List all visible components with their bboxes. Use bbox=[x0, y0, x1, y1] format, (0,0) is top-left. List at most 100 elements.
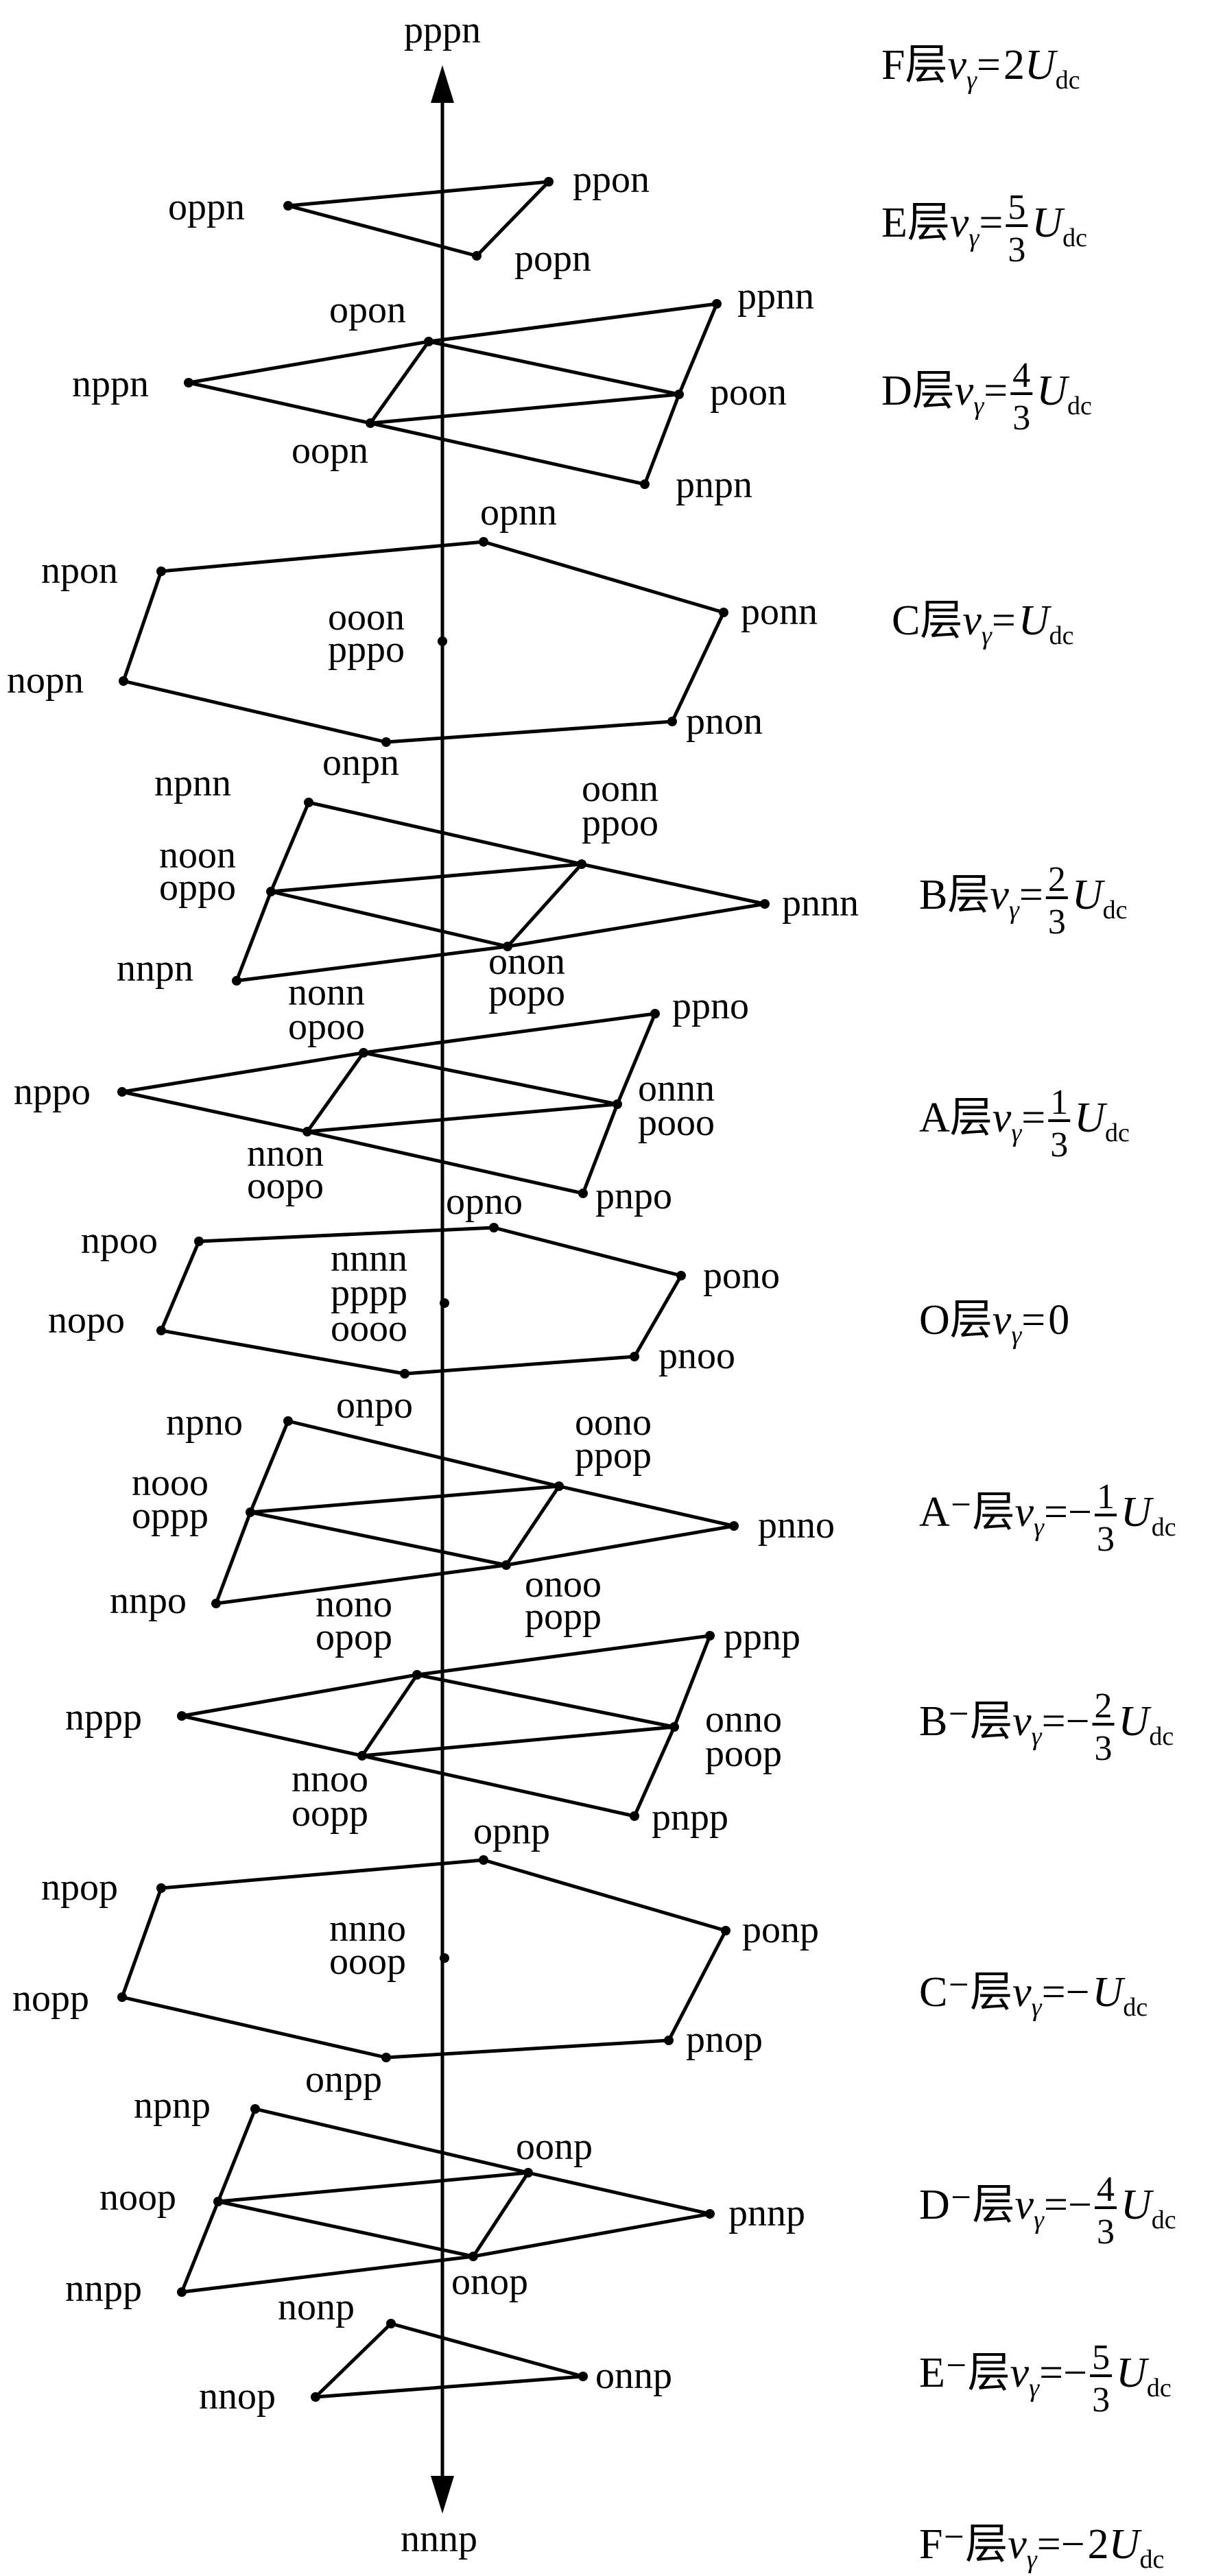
state-label: oppn bbox=[168, 186, 245, 228]
svg-text:2Udc: 2Udc bbox=[1003, 42, 1080, 95]
layer-o-shape bbox=[156, 1223, 686, 1379]
layer-c-minus-shape bbox=[117, 1855, 730, 2062]
svg-text:Udc: Udc bbox=[1019, 597, 1074, 650]
axis-arrow-top-icon bbox=[431, 65, 454, 103]
layer-label-c-minus: C⁻层vγ=−Udc bbox=[919, 1969, 1148, 2022]
fraction-denominator: 3 bbox=[1048, 903, 1066, 942]
svg-text:D层vγ=: D层vγ= bbox=[881, 368, 1008, 420]
state-label: pnon bbox=[686, 700, 763, 743]
state-label: nnpp bbox=[65, 2267, 142, 2310]
state-label: npnp bbox=[134, 2084, 211, 2127]
state-label: nnnn bbox=[331, 1237, 407, 1280]
state-label: ooon bbox=[328, 596, 405, 639]
state-label: opon bbox=[329, 289, 406, 331]
svg-text:Udc: Udc bbox=[1121, 2182, 1176, 2234]
fraction-numerator: 2 bbox=[1048, 860, 1066, 899]
fraction-denominator: 3 bbox=[1008, 230, 1025, 270]
svg-text:D⁻层vγ=−: D⁻层vγ=− bbox=[919, 2182, 1092, 2234]
state-label: oonn bbox=[582, 767, 658, 810]
fraction-numerator: 5 bbox=[1092, 2338, 1110, 2377]
state-label: onpp bbox=[305, 2058, 382, 2101]
state-label: nnpn bbox=[117, 947, 193, 990]
state-label: ppnn bbox=[737, 275, 814, 318]
state-label: pnnp bbox=[728, 2192, 805, 2234]
fraction-numerator: 1 bbox=[1050, 1083, 1068, 1122]
state-label: pnnn bbox=[782, 882, 859, 925]
svg-text:Udc: Udc bbox=[1036, 368, 1092, 420]
svg-text:O层vγ=: O层vγ= bbox=[919, 1297, 1045, 1350]
state-label: nnno bbox=[329, 1907, 406, 1950]
fraction-denominator: 3 bbox=[1095, 1729, 1113, 1768]
svg-text:B⁻层vγ=−: B⁻层vγ=− bbox=[919, 1698, 1090, 1751]
state-label: poop bbox=[705, 1732, 782, 1775]
state-label: oppo bbox=[159, 866, 236, 909]
state-label: ponp bbox=[742, 1909, 819, 1951]
state-label: popp bbox=[525, 1595, 602, 1638]
state-label: pnop bbox=[686, 2018, 763, 2061]
svg-text:Udc: Udc bbox=[1072, 872, 1128, 925]
fraction-numerator: 4 bbox=[1097, 2170, 1115, 2209]
layer-label-o: O层vγ=0 bbox=[919, 1297, 1069, 1350]
state-label: oopp bbox=[292, 1792, 368, 1835]
svg-text:A⁻层vγ=−: A⁻层vγ=− bbox=[919, 1489, 1092, 1542]
state-label: nonn bbox=[288, 971, 365, 1014]
fraction-denominator: 3 bbox=[1050, 1125, 1068, 1165]
layer-d-minus-shape bbox=[177, 2104, 715, 2297]
layer-a-shape bbox=[117, 1009, 660, 1198]
state-label: opop bbox=[316, 1616, 392, 1658]
state-label: pnpp bbox=[652, 1796, 728, 1839]
state-label: onnn bbox=[638, 1067, 715, 1110]
state-label: pnpn bbox=[676, 464, 752, 506]
svg-text:Udc: Udc bbox=[1074, 1095, 1130, 1147]
state-label: opno bbox=[446, 1180, 523, 1223]
layer-b-shape bbox=[232, 798, 770, 986]
state-label: nppp bbox=[65, 1696, 142, 1739]
state-label: oopo bbox=[247, 1165, 324, 1207]
state-label: oopn bbox=[292, 429, 368, 472]
state-label: nopo bbox=[48, 1299, 125, 1341]
state-label: onoo bbox=[525, 1563, 602, 1606]
state-label: npno bbox=[166, 1401, 243, 1444]
state-label: npop bbox=[41, 1866, 118, 1909]
layer-label-f: F层vγ=2Udc bbox=[881, 42, 1080, 95]
state-label: onpo bbox=[336, 1384, 413, 1427]
state-label: onop bbox=[451, 2261, 528, 2303]
state-label: nopp bbox=[12, 1977, 89, 2020]
state-label: onpn bbox=[322, 741, 399, 784]
state-label: onon bbox=[488, 940, 565, 983]
svg-text:B层vγ=: B层vγ= bbox=[919, 872, 1043, 925]
svg-text:0: 0 bbox=[1048, 1297, 1069, 1344]
state-label: nooo bbox=[132, 1462, 209, 1504]
state-label: onno bbox=[705, 1698, 782, 1741]
state-label: oono bbox=[575, 1401, 652, 1444]
layer-e-minus-shape bbox=[311, 2319, 588, 2402]
state-label: nnop bbox=[199, 2375, 276, 2418]
fraction-numerator: 1 bbox=[1097, 1477, 1115, 1516]
svg-text:A层vγ=: A层vγ= bbox=[919, 1095, 1045, 1147]
state-label: nppo bbox=[14, 1071, 91, 1113]
state-label: pppo bbox=[328, 628, 405, 671]
axis-top-label: pppn bbox=[404, 9, 481, 51]
fraction-numerator: 4 bbox=[1012, 356, 1030, 395]
state-label: pooo bbox=[638, 1101, 715, 1144]
state-label: ppno bbox=[672, 985, 749, 1027]
state-label: ponn bbox=[741, 591, 818, 633]
state-label: opnn bbox=[480, 491, 557, 534]
svg-text:Udc: Udc bbox=[1093, 1969, 1148, 2022]
svg-text:Udc: Udc bbox=[1119, 1698, 1174, 1751]
state-label: ppoo bbox=[582, 802, 658, 844]
fraction-denominator: 3 bbox=[1097, 1520, 1115, 1559]
fraction-denominator: 3 bbox=[1012, 398, 1030, 438]
state-label: oonp bbox=[516, 2125, 593, 2168]
svg-text:2Udc: 2Udc bbox=[1088, 2521, 1165, 2574]
state-label: pppp bbox=[331, 1272, 407, 1314]
svg-text:E⁻层vγ=−: E⁻层vγ=− bbox=[919, 2350, 1087, 2402]
fraction-numerator: 5 bbox=[1008, 188, 1025, 227]
state-label: opnp bbox=[473, 1810, 550, 1852]
